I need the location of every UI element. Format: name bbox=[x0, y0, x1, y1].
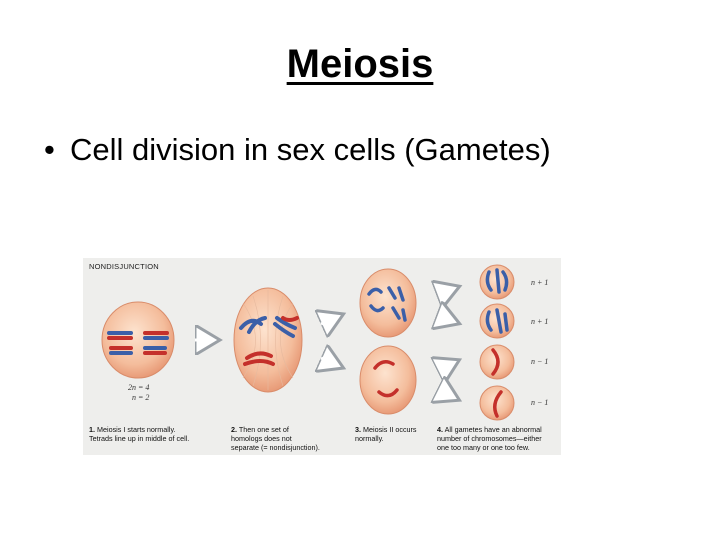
svg-text:normally.: normally. bbox=[355, 434, 384, 443]
gamete-label: n − 1 bbox=[531, 357, 548, 366]
gamete-cell bbox=[479, 385, 515, 421]
svg-text:2. Then one set of: 2. Then one set of bbox=[231, 425, 289, 434]
arrow-icon bbox=[321, 316, 339, 366]
gamete-label: n − 1 bbox=[531, 398, 548, 407]
caption-step3: 3. Meiosis II occurs normally. bbox=[355, 425, 417, 443]
svg-text:homologs does not: homologs does not bbox=[231, 434, 292, 443]
svg-text:one too many or one too few.: one too many or one too few. bbox=[437, 443, 530, 452]
svg-text:3. Meiosis II occurs: 3. Meiosis II occurs bbox=[355, 425, 417, 434]
bullet-dot-icon: • bbox=[44, 132, 55, 167]
gamete-cell bbox=[479, 303, 515, 339]
nondisjunction-figure: NONDISJUNCTION 2n = 4 n = 2 bbox=[83, 258, 561, 455]
gamete-cell bbox=[479, 344, 515, 380]
slide-title: Meiosis bbox=[286, 42, 434, 86]
svg-text:number of chromosomes—either: number of chromosomes—either bbox=[437, 434, 542, 443]
bullet-item: • Cell division in sex cells (Gametes) bbox=[44, 132, 551, 168]
stage3-cell-bottom bbox=[359, 345, 417, 415]
ploidy-n: n = 2 bbox=[132, 393, 149, 402]
figure-heading: NONDISJUNCTION bbox=[89, 262, 159, 271]
svg-text:1. Meiosis I starts normally.: 1. Meiosis I starts normally. bbox=[89, 425, 176, 434]
bullet-text: Cell division in sex cells (Gametes) bbox=[70, 132, 551, 167]
caption-step2: 2. Then one set of homologs does not sep… bbox=[231, 425, 320, 452]
caption-step1: 1. Meiosis I starts normally. Tetrads li… bbox=[89, 425, 189, 443]
stage1-cell: 2n = 4 n = 2 bbox=[101, 301, 175, 402]
gamete-cell bbox=[479, 264, 515, 300]
svg-text:Tetrads line up in middle of c: Tetrads line up in middle of cell. bbox=[89, 434, 189, 443]
arrow-icon bbox=[439, 288, 455, 398]
ploidy-2n: 2n = 4 bbox=[128, 383, 149, 392]
gamete-label: n + 1 bbox=[531, 317, 548, 326]
nondisjunction-diagram: NONDISJUNCTION 2n = 4 n = 2 bbox=[89, 262, 548, 452]
stage2-cell bbox=[233, 287, 303, 393]
gamete-label: n + 1 bbox=[531, 278, 548, 287]
stage3-cell-top bbox=[359, 268, 417, 338]
svg-text:separate (= nondisjunction).: separate (= nondisjunction). bbox=[231, 443, 320, 452]
caption-step4: 4. All gametes have an abnormal number o… bbox=[437, 425, 542, 452]
svg-text:4. All gametes have an abnorma: 4. All gametes have an abnormal bbox=[437, 425, 542, 434]
